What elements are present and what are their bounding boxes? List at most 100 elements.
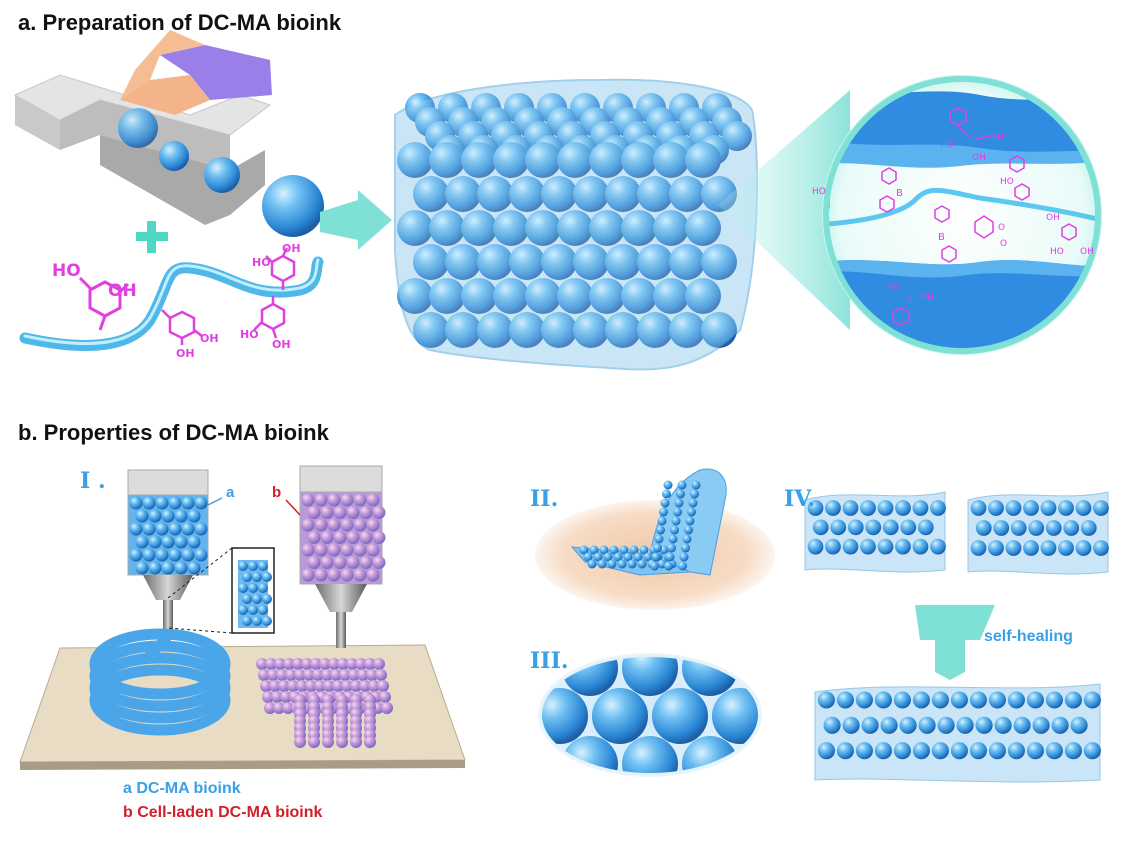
bead xyxy=(930,500,946,516)
bead xyxy=(912,742,930,760)
bead xyxy=(1026,691,1044,709)
bead xyxy=(670,525,679,535)
bead xyxy=(129,496,143,510)
bead xyxy=(613,552,623,562)
bead xyxy=(353,543,367,557)
bead xyxy=(592,688,648,744)
bead xyxy=(650,561,659,571)
bead xyxy=(855,691,873,709)
bead xyxy=(187,535,201,549)
bead xyxy=(333,506,347,519)
bead xyxy=(691,480,701,490)
bead xyxy=(314,543,328,557)
panel-label-4: IV. xyxy=(784,486,816,512)
bead xyxy=(860,538,876,555)
bead xyxy=(950,742,968,760)
bead xyxy=(307,531,321,544)
bead xyxy=(622,657,678,696)
bead xyxy=(643,552,653,562)
bead xyxy=(542,688,588,744)
bead xyxy=(353,518,367,532)
bead xyxy=(181,548,195,562)
bead xyxy=(307,506,321,519)
bead xyxy=(308,736,320,748)
bead xyxy=(1010,520,1027,536)
bead xyxy=(429,278,465,314)
bead xyxy=(988,500,1004,516)
bead xyxy=(174,535,188,549)
bead xyxy=(817,742,835,760)
bead xyxy=(359,506,373,519)
bead xyxy=(340,493,354,507)
bead xyxy=(969,742,987,760)
bead xyxy=(525,278,561,314)
bead xyxy=(669,176,705,212)
bead xyxy=(1040,500,1057,516)
bead xyxy=(258,605,268,615)
bead xyxy=(542,736,558,773)
bead xyxy=(248,561,258,571)
bead xyxy=(509,176,545,212)
bead xyxy=(181,496,195,510)
bead xyxy=(557,210,593,246)
bead xyxy=(305,680,317,692)
chem-label: O xyxy=(1000,239,1007,249)
chem-label: B xyxy=(906,294,913,305)
droplet-sphere xyxy=(204,157,240,193)
bead xyxy=(461,210,497,246)
bead xyxy=(701,244,737,280)
bead xyxy=(323,680,335,692)
bead xyxy=(278,680,290,692)
bead xyxy=(665,552,675,562)
bead xyxy=(294,669,306,681)
bead xyxy=(366,568,380,582)
bead xyxy=(525,210,561,246)
bead xyxy=(679,552,689,562)
bead xyxy=(287,680,299,692)
chem-label: HO xyxy=(240,328,259,341)
bead xyxy=(988,540,1004,556)
syringe-a-label: a xyxy=(226,484,235,501)
bead xyxy=(397,278,433,314)
bead xyxy=(265,658,277,670)
bead xyxy=(276,669,288,681)
bead xyxy=(931,691,949,709)
bead xyxy=(988,691,1006,709)
bead xyxy=(900,519,917,536)
bead xyxy=(651,552,661,562)
bead xyxy=(895,500,911,516)
bead xyxy=(296,680,308,692)
bead xyxy=(373,658,385,670)
bead xyxy=(589,278,625,314)
chem-label: HO xyxy=(252,256,271,269)
bead xyxy=(1083,691,1101,709)
bead xyxy=(637,312,673,348)
bead xyxy=(1051,716,1069,734)
bead xyxy=(652,688,708,744)
bead xyxy=(677,480,687,490)
bead xyxy=(654,534,664,544)
bead xyxy=(346,658,358,670)
bead xyxy=(1032,716,1050,734)
bead xyxy=(593,552,603,562)
bead xyxy=(657,516,667,526)
chem-label: HO xyxy=(940,140,954,150)
bead xyxy=(336,736,348,748)
chem-label: OH xyxy=(920,293,934,303)
hydrogel-cube xyxy=(394,78,758,371)
bead xyxy=(830,519,847,536)
bead xyxy=(256,658,268,670)
droplet-sphere xyxy=(262,175,324,237)
legend-dc-ma: a DC-MA bioink xyxy=(123,780,241,797)
bead xyxy=(823,716,841,734)
bead xyxy=(1075,500,1092,516)
bead xyxy=(262,572,272,582)
bead xyxy=(1007,691,1025,709)
bead xyxy=(429,142,465,178)
bead xyxy=(877,538,894,555)
bead xyxy=(1040,540,1057,556)
bead xyxy=(817,691,835,709)
bead xyxy=(327,518,341,532)
sheet-beads xyxy=(579,480,701,571)
